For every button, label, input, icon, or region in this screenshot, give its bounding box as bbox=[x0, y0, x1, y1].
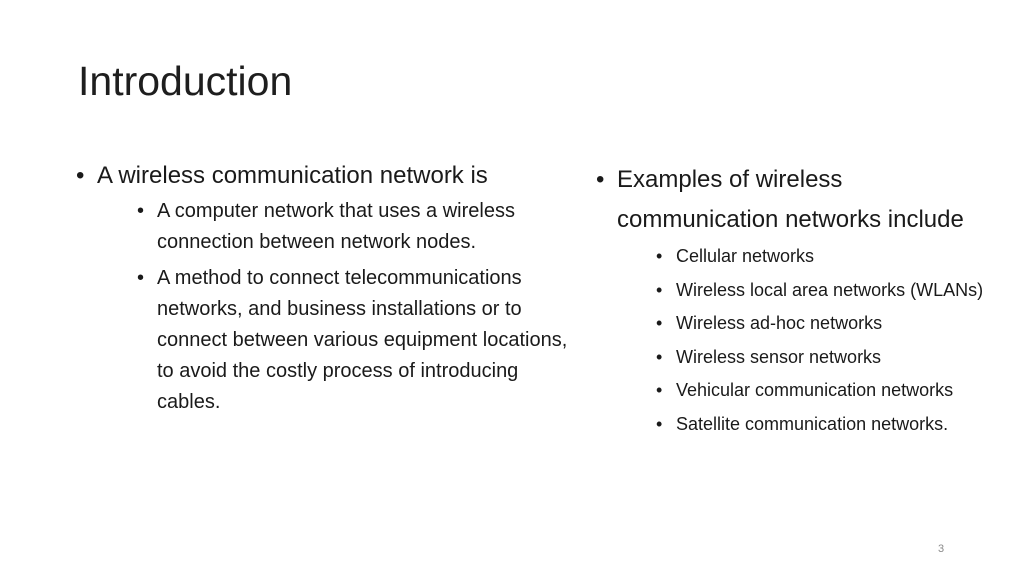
list-item: • A computer network that uses a wireles… bbox=[137, 196, 572, 258]
left-sublist: • A computer network that uses a wireles… bbox=[137, 196, 572, 418]
list-item-text: Wireless sensor networks bbox=[676, 346, 882, 367]
slide-title: Introduction bbox=[78, 58, 293, 104]
bullet-icon: • bbox=[137, 267, 145, 289]
bullet-icon: • bbox=[656, 279, 663, 300]
bullet-icon: • bbox=[656, 413, 663, 434]
right-heading: Examples of wireless communication netwo… bbox=[617, 166, 964, 233]
bullet-icon: • bbox=[656, 313, 663, 334]
right-heading-item: • Examples of wireless communication net… bbox=[596, 160, 1006, 436]
list-item-text: A computer network that uses a wireless … bbox=[157, 200, 515, 253]
list-item-text: Cellular networks bbox=[676, 246, 815, 266]
left-column: • A wireless communication network is • … bbox=[76, 160, 567, 423]
bullet-icon: • bbox=[76, 162, 85, 189]
list-item-text: Wireless ad-hoc networks bbox=[676, 313, 883, 334]
list-item-text: Wireless local area networks (WLANs) bbox=[676, 279, 984, 300]
list-item: • Satellite communication networks. bbox=[656, 412, 1006, 436]
list-item: • Cellular networks bbox=[656, 244, 1006, 268]
list-item: • Vehicular communication networks bbox=[656, 378, 1006, 402]
list-item-text: Vehicular communication networks bbox=[676, 380, 954, 401]
bullet-icon: • bbox=[137, 200, 145, 222]
list-item: • A method to connect telecommunications… bbox=[137, 263, 572, 418]
list-item-text: A method to connect telecommunications n… bbox=[157, 267, 568, 413]
bullet-icon: • bbox=[656, 380, 663, 401]
list-item-text: Satellite communication networks. bbox=[676, 413, 949, 434]
right-column: • Examples of wireless communication net… bbox=[596, 160, 1006, 446]
list-item: • Wireless sensor networks bbox=[656, 345, 1006, 369]
list-item: • Wireless local area networks (WLANs) bbox=[656, 278, 1006, 302]
left-heading: A wireless communication network is bbox=[97, 162, 488, 189]
list-item: • Wireless ad-hoc networks bbox=[656, 311, 1006, 335]
bullet-icon: • bbox=[656, 246, 663, 266]
bullet-icon: • bbox=[596, 166, 605, 193]
slide-number: 3 bbox=[938, 543, 945, 555]
left-heading-item: • A wireless communication network is • … bbox=[76, 160, 567, 418]
bullet-icon: • bbox=[656, 346, 663, 367]
right-sublist: • Cellular networks • Wireless local are… bbox=[656, 244, 1006, 436]
